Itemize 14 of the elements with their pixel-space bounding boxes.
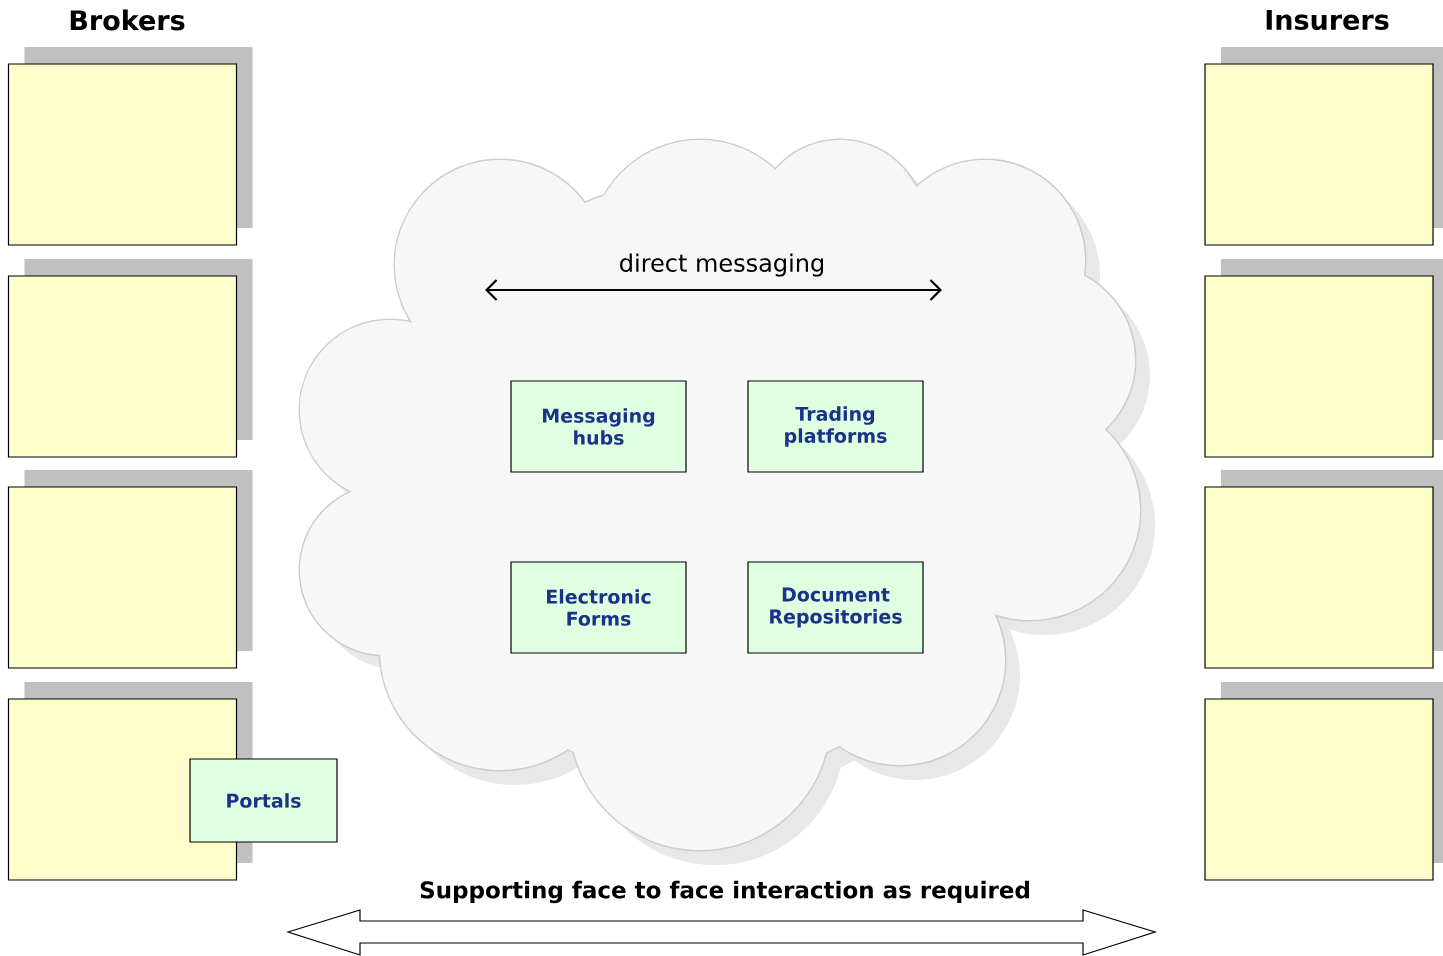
process-box: Trading platforms (747, 380, 924, 473)
process-box: Document Repositories (747, 561, 924, 654)
process-box: Messaging hubs (510, 380, 687, 473)
box (1204, 47, 1443, 246)
box (7, 47, 253, 246)
box (1204, 682, 1443, 881)
box (1204, 259, 1443, 458)
arrow-label: direct messaging (620, 253, 824, 277)
box (7, 470, 253, 669)
process-box: Electronic Forms (510, 561, 687, 654)
box (7, 259, 253, 458)
arrow-label: Supporting face to face interaction as required (420, 880, 1029, 904)
process-box: Portals (189, 758, 338, 843)
box (1204, 470, 1443, 669)
